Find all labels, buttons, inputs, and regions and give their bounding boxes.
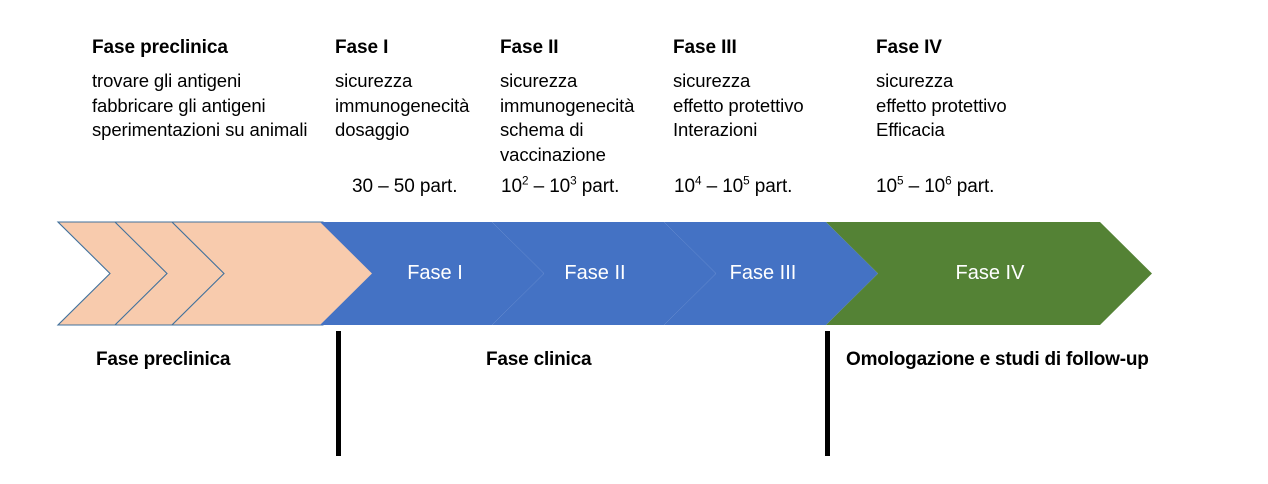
column-line: schema di bbox=[500, 119, 584, 140]
column-line: effetto protettivo bbox=[876, 94, 1007, 116]
column-line: trovare gli antigeni bbox=[92, 70, 242, 91]
count-base-a: 10 bbox=[674, 176, 695, 197]
column-line: vaccinazione bbox=[500, 143, 606, 165]
column-line: sicurezza bbox=[500, 70, 578, 91]
count-exponent-a: 5 bbox=[896, 174, 904, 188]
column-line: sicurezza bbox=[876, 70, 954, 91]
count-unit: part. bbox=[749, 176, 793, 197]
count-base-b: 10 bbox=[924, 176, 946, 197]
footer-label-omologazione: Omologazione e studi di follow-up bbox=[846, 349, 1149, 370]
column-fase-ii: Fase II sicurezza immunogenecità schema … bbox=[500, 36, 665, 167]
column-title: Fase I bbox=[335, 37, 389, 58]
count-base-b: 10 bbox=[549, 176, 571, 197]
chevron-label-fase-iv: Fase IV bbox=[955, 262, 1025, 284]
chevron-label-fase-iii: Fase III bbox=[729, 262, 797, 284]
column-line: sperimentazioni su animali bbox=[92, 119, 308, 140]
column-line: sicurezza bbox=[673, 70, 751, 91]
participants-count-fase-ii: 102 – 103 part. bbox=[501, 175, 619, 199]
count-value-a: 30 bbox=[352, 176, 373, 197]
column-line: dosaggio bbox=[335, 119, 410, 140]
chevron-label-fase-ii: Fase II bbox=[564, 262, 626, 284]
count-exponent-b: 3 bbox=[570, 174, 577, 188]
chevron-preclinical-1 bbox=[56, 221, 169, 326]
count-base-a: 10 bbox=[501, 176, 522, 197]
column-line: immunogenecità bbox=[500, 94, 635, 116]
column-fase-i: Fase I sicurezza immunogenecità dosaggio bbox=[335, 36, 495, 143]
chevron-preclinical-3 bbox=[170, 221, 376, 326]
column-fase-iii: Fase III sicurezza effetto protettivo In… bbox=[673, 36, 853, 143]
footer-label-fase-preclinica: Fase preclinica bbox=[96, 349, 231, 370]
column-line: Interazioni bbox=[673, 119, 758, 140]
participants-count-fase-iv: 105 – 106 part. bbox=[876, 175, 994, 199]
count-base-a: 10 bbox=[876, 176, 897, 197]
count-dash: – bbox=[528, 176, 550, 197]
column-line: sicurezza bbox=[335, 70, 413, 91]
count-unit: part. bbox=[576, 176, 620, 197]
footer-label-fase-clinica: Fase clinica bbox=[486, 349, 592, 370]
column-line: immunogenecità bbox=[335, 94, 470, 116]
column-fase-preclinica: Fase preclinica trovare gli antigeni fab… bbox=[92, 36, 332, 143]
count-dash: – bbox=[903, 176, 925, 197]
column-line: Efficacia bbox=[876, 119, 945, 140]
participants-count-fase-i: 30 – 50 part. bbox=[352, 175, 458, 199]
count-value-b: 50 bbox=[393, 176, 415, 197]
column-line: effetto protettivo bbox=[673, 94, 804, 116]
column-fase-iv: Fase IV sicurezza effetto protettivo Eff… bbox=[876, 36, 1076, 143]
count-dash: – bbox=[701, 176, 723, 197]
chevron-label-fase-i: Fase I bbox=[407, 262, 463, 284]
column-title: Fase IV bbox=[876, 37, 942, 58]
count-exponent-b: 6 bbox=[945, 174, 952, 188]
count-unit: part. bbox=[951, 176, 995, 197]
count-dash: – bbox=[372, 176, 394, 197]
chevron-preclinical-2 bbox=[113, 221, 226, 326]
divider-clinical-approval bbox=[825, 331, 830, 456]
divider-preclinical-clinical bbox=[336, 331, 341, 456]
column-title: Fase II bbox=[500, 37, 559, 58]
participants-count-fase-iii: 104 – 105 part. bbox=[674, 175, 792, 199]
count-exponent-a: 4 bbox=[694, 174, 702, 188]
count-exponent-b: 5 bbox=[743, 174, 750, 188]
column-title: Fase preclinica bbox=[92, 37, 228, 58]
count-base-b: 10 bbox=[722, 176, 744, 197]
count-unit: part. bbox=[414, 176, 458, 197]
column-line: fabbricare gli antigeni bbox=[92, 94, 266, 116]
count-exponent-a: 2 bbox=[521, 174, 529, 188]
column-title: Fase III bbox=[673, 37, 737, 58]
